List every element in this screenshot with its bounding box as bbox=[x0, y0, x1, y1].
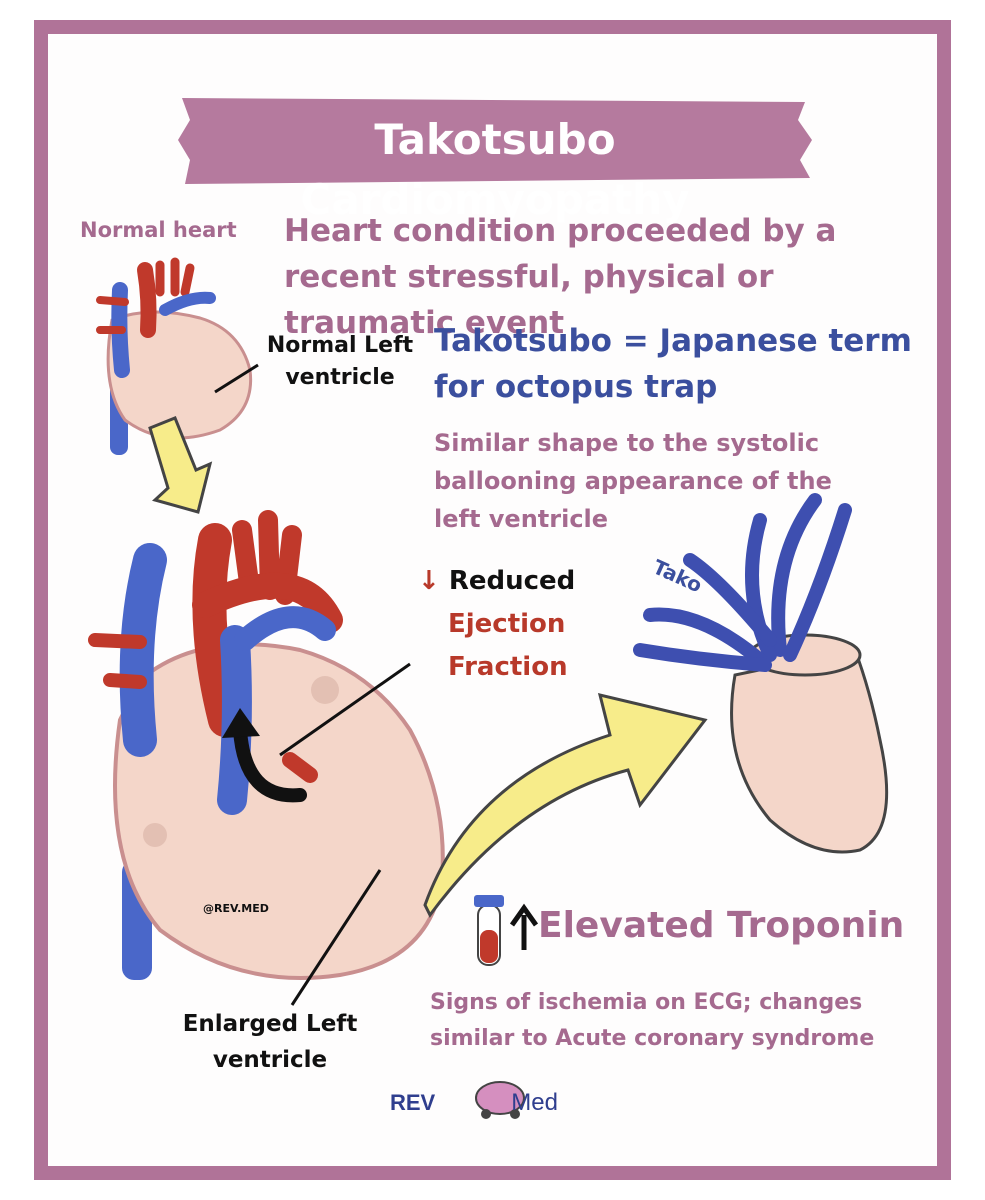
yellow-down-arrow-icon bbox=[148, 416, 213, 514]
black-curved-arrow-icon bbox=[233, 723, 307, 803]
heart-illustration-enlarged-icon bbox=[88, 510, 445, 980]
heart-illustration-normal-icon bbox=[96, 257, 253, 455]
similar-shape-text: Similar shape to the systolic ballooning… bbox=[434, 429, 832, 533]
title-banner bbox=[178, 98, 812, 184]
normal-left-ventricle-label: Normal Left ventricle bbox=[266, 333, 414, 390]
page-title: Takotsubo Cardiomyopathy bbox=[300, 115, 690, 224]
ejection-label: Ejection bbox=[448, 609, 566, 639]
logo-rev-text: REV bbox=[390, 1090, 436, 1115]
enlarged-left-ventricle-label: Enlarged Left ventricle bbox=[182, 1011, 358, 1073]
watermark-label: @REV.MED bbox=[203, 902, 269, 915]
reduced-label: Reduced bbox=[448, 566, 576, 596]
normal-heart-label: Normal heart bbox=[80, 218, 237, 242]
elevated-troponin-label: Elevated Troponin bbox=[538, 905, 905, 946]
reduced-ejection-fraction: ↓ Reduced Ejection Fraction bbox=[418, 560, 575, 689]
japanese-term-text: Takotsubo = Japanese term for octopus tr… bbox=[434, 323, 912, 405]
brain-car-logo-icon bbox=[475, 1081, 525, 1119]
octopus-trap-pot-icon bbox=[730, 648, 889, 854]
yellow-right-arrow-icon bbox=[423, 692, 708, 918]
fraction-label: Fraction bbox=[448, 652, 568, 682]
blood-tube-icon bbox=[474, 895, 504, 966]
normal-lv-pointer bbox=[214, 363, 259, 394]
down-arrow-icon: ↓ bbox=[418, 566, 440, 596]
enlarged-lv-pointer bbox=[290, 869, 382, 1006]
logo-med-text: Med bbox=[511, 1089, 558, 1116]
up-arrow-icon bbox=[509, 903, 539, 950]
revmed-logo: REV Med bbox=[390, 1085, 558, 1121]
ischemia-text: Signs of ischemia on ECG; changes simila… bbox=[430, 990, 875, 1051]
octopus-tentacles-icon bbox=[633, 493, 852, 672]
reduced-ef-pointer bbox=[279, 662, 411, 757]
condition-description: Heart condition proceeded by a recent st… bbox=[284, 213, 837, 341]
poster-frame bbox=[34, 20, 951, 1180]
